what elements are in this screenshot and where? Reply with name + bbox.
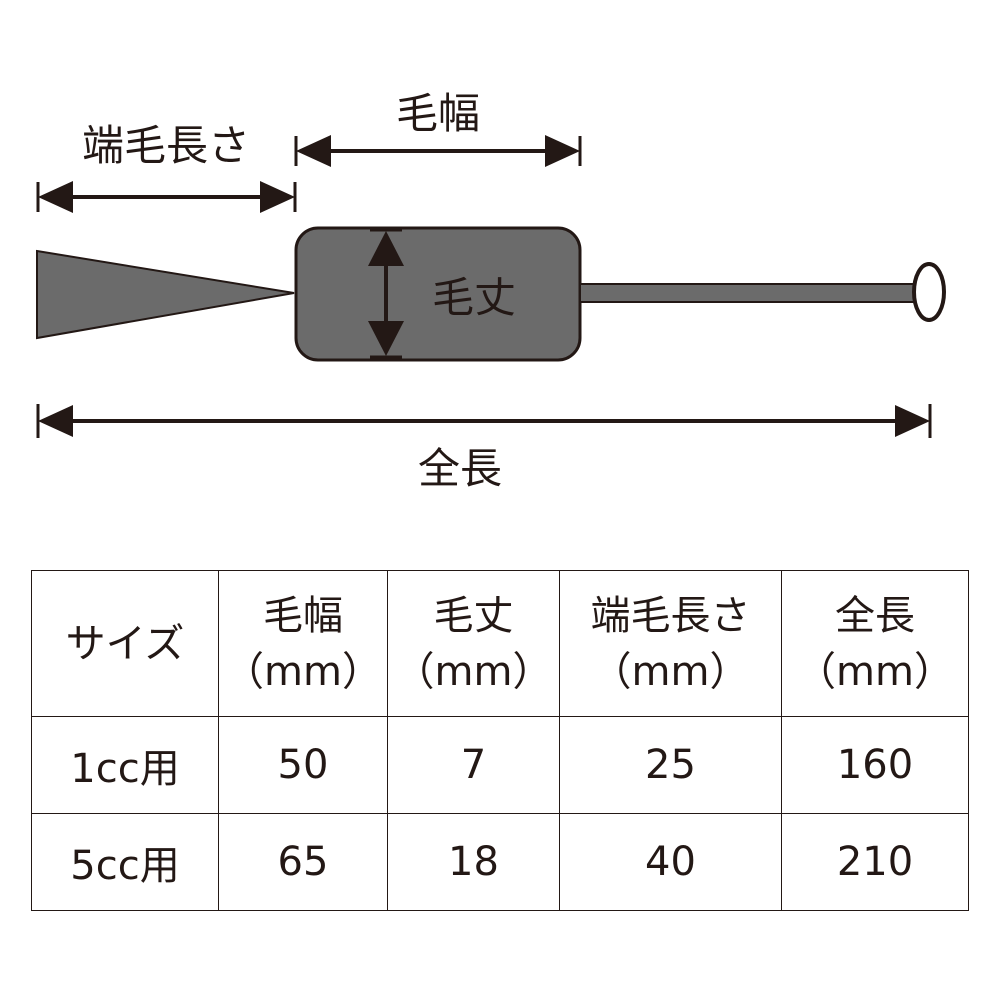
overall-length-dimension: 全長	[36, 404, 932, 493]
brush-width-label: 毛幅	[396, 89, 480, 138]
bristle-length-label: 毛丈	[432, 273, 516, 322]
tip-length-dimension: 端毛長さ	[36, 121, 297, 213]
row-size-cell: 1cc用	[31, 716, 219, 814]
table-row: 1cc用 50 7 25 160	[31, 716, 969, 814]
table-cell: 40	[559, 813, 782, 911]
brush-width-dimension: 毛幅	[294, 89, 582, 167]
brush-tip-shape	[36, 249, 295, 340]
table-cell: 65	[218, 813, 388, 911]
table-cell: 18	[387, 813, 560, 911]
header-tip-length: 端毛長さ （mm）	[559, 570, 782, 717]
table-cell: 25	[559, 716, 782, 814]
table-cell: 160	[781, 716, 969, 814]
bristle-length-dimension: 毛丈	[368, 228, 516, 359]
table-cell: 50	[218, 716, 388, 814]
spec-table: サイズ 毛幅 （mm） 毛丈 （mm） 端毛長さ （mm） 全長 （mm） 1c…	[31, 570, 969, 911]
brush-dimension-diagram: 端毛長さ 毛幅 毛丈 全長	[36, 89, 946, 493]
header-bristle-length: 毛丈 （mm）	[387, 570, 560, 717]
brush-handle-shape	[579, 283, 917, 303]
header-brush-width: 毛幅 （mm）	[218, 570, 388, 717]
table-row: 5cc用 65 18 40 210	[31, 813, 969, 911]
row-size-cell: 5cc用	[31, 813, 219, 911]
header-overall-length: 全長 （mm）	[781, 570, 969, 717]
tip-length-label: 端毛長さ	[82, 121, 250, 170]
overall-length-label: 全長	[418, 444, 502, 493]
table-cell: 210	[781, 813, 969, 911]
header-size: サイズ	[31, 570, 219, 717]
handle-ring-shape	[912, 262, 946, 322]
table-cell: 7	[387, 716, 560, 814]
table-header-row: サイズ 毛幅 （mm） 毛丈 （mm） 端毛長さ （mm） 全長 （mm）	[31, 570, 969, 717]
